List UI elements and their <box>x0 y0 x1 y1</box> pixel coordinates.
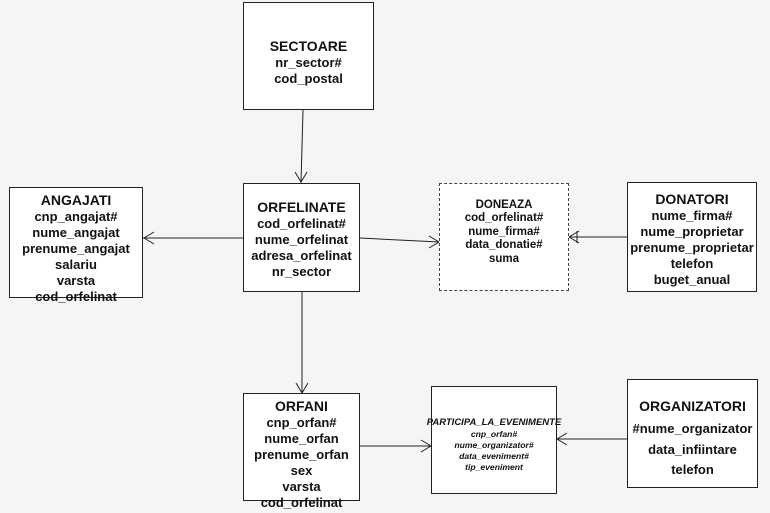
link-orfelinate-doneaza <box>359 237 440 243</box>
attribute: nume_firma# <box>468 225 540 238</box>
attribute: cod_orfelinat# <box>464 212 544 224</box>
attribute: nume_angajat <box>32 225 120 240</box>
attribute: nume_proprietar <box>640 224 744 239</box>
entity-title: DONATORI <box>655 191 729 207</box>
attribute: adresa_orfelinat <box>251 248 352 263</box>
attribute: cod_postal <box>274 71 343 86</box>
attribute: nume_orfan <box>264 431 339 446</box>
attribute: prenume_angajat <box>22 241 130 256</box>
entity-sectoare: SECTOARE nr_sector# cod_postal <box>243 2 374 110</box>
crowfoot-angajati <box>143 231 155 245</box>
attribute: cod_orfelinat <box>260 495 343 510</box>
attribute: cnp_angajat# <box>34 209 118 224</box>
attribute: telefon <box>671 462 714 477</box>
entity-title: ORFANI <box>275 398 328 414</box>
entity-participa-la-evenimente: PARTICIPA_LA_EVENIMENTE cnp_orfan# nume_… <box>427 386 561 494</box>
entity-title: ORFELINATE <box>257 199 346 215</box>
attribute: data_donatie# <box>465 239 543 251</box>
attribute: cnp_orfan# <box>266 415 337 430</box>
entity-title: ANGAJATI <box>40 192 112 208</box>
attribute: cnp_orfan# <box>470 429 518 439</box>
attribute: salariu <box>55 257 97 272</box>
attribute: data_eveniment# <box>459 451 529 461</box>
entity-title: SECTOARE <box>269 38 348 54</box>
entity-title: DONEAZA <box>475 199 533 211</box>
attribute: cod_orfelinat# <box>257 216 346 231</box>
crowfoot-participa-right <box>556 432 568 446</box>
attribute: nr_sector <box>271 264 332 279</box>
attribute: buget_anual <box>653 272 731 287</box>
attribute: nr_sector# <box>275 55 342 70</box>
entity-angajati: ANGAJATI cnp_angajat# nume_angajat prenu… <box>9 187 143 304</box>
attribute: telefon <box>670 256 714 271</box>
crowfoot-orfelinate-top <box>294 171 308 183</box>
entity-doneaza: DONEAZA cod_orfelinat# nume_firma# data_… <box>439 183 569 291</box>
attribute: varsta <box>282 479 321 494</box>
attribute: nume_orfelinat <box>254 232 349 247</box>
attribute: nume_organizator# <box>454 440 534 450</box>
attribute: tip_eveniment <box>465 462 523 472</box>
attribute: prenume_orfan <box>254 447 349 462</box>
attribute: cod_orfelinat <box>35 289 117 304</box>
entity-donatori: DONATORI nume_firma# nume_proprietar pre… <box>627 182 757 292</box>
entity-title: ORGANIZATORI <box>639 398 746 414</box>
entity-organizatori: ORGANIZATORI #nume_organizator data_infi… <box>627 379 758 488</box>
entity-orfani: ORFANI cnp_orfan# nume_orfan prenume_orf… <box>243 393 360 510</box>
link-sectoare-orfelinate <box>300 109 304 184</box>
attribute: nume_firma# <box>651 208 733 223</box>
entity-orfelinate: ORFELINATE cod_orfelinat# nume_orfelinat… <box>243 183 360 292</box>
attribute: data_infiintare <box>648 441 737 457</box>
crowfoot-doneaza-right <box>568 230 580 244</box>
attribute: suma <box>488 252 520 265</box>
attribute: #nume_organizator <box>632 421 753 436</box>
attribute: varsta <box>56 273 96 288</box>
entity-title: PARTICIPA_LA_EVENIMENTE <box>426 417 562 428</box>
attribute: prenume_proprietar <box>630 240 754 255</box>
attribute: sex <box>290 463 313 478</box>
